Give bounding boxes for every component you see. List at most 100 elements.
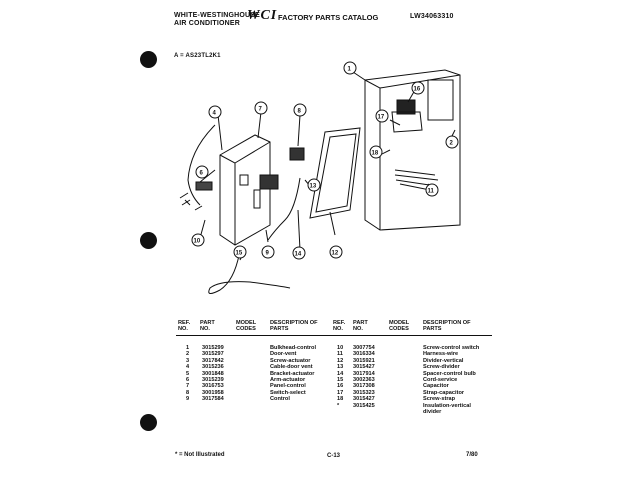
part-no-cell: 3001958	[202, 389, 224, 396]
description-cell: Harness-wire	[423, 351, 459, 358]
part-no-cell: 3015297	[202, 351, 224, 358]
description-cell: Cord-service	[423, 377, 458, 383]
doc-number: LW34063310	[410, 13, 454, 20]
ref-no-cell: 10	[337, 345, 344, 351]
arm-actuator-part	[195, 181, 213, 191]
callout-label: 13	[310, 184, 317, 190]
control-panel-part	[219, 134, 271, 246]
description-cell: Control	[270, 396, 290, 403]
callout-label: 7	[259, 107, 263, 113]
binder-hole-middle	[140, 232, 157, 249]
ref-no-cell: 12	[337, 357, 344, 364]
description-cell: Screw-strap	[423, 396, 456, 403]
header-ref-no: REF. NO.	[178, 320, 191, 333]
table-header-rule	[176, 335, 492, 336]
ref-no-cell: 13	[337, 364, 344, 371]
callout-label: 16	[414, 87, 421, 93]
part-no-cell: 3001848	[202, 370, 224, 377]
ref-no-cell: 17	[337, 389, 344, 396]
header-description: DESCRIPTION OF PARTS	[423, 320, 471, 333]
description-cell: Screw-actuator	[270, 357, 311, 364]
part-no-cell: 3015921	[353, 357, 375, 364]
part-no-cell: 3015425	[353, 402, 375, 409]
part-no-cell: 3015299	[202, 345, 224, 351]
ref-no-cell: 2	[186, 351, 190, 358]
control-part	[259, 174, 279, 190]
callout-label: 17	[378, 115, 385, 121]
part-no-cell: 3015323	[353, 389, 375, 396]
ref-no-cell: 8	[186, 389, 190, 396]
product-type: AIR CONDITIONER	[174, 20, 240, 27]
ref-no-cell: *	[337, 402, 340, 409]
table-row: * 3015425 Insulation-vertical divider	[333, 402, 493, 415]
ref-no-cell: 7	[186, 383, 190, 390]
ref-no-cell: 15	[337, 377, 344, 383]
ref-no-cell: 11	[337, 351, 343, 358]
table-header-left: REF. NO. PART NO. MODEL CODES DESCRIPTIO…	[178, 320, 328, 334]
part-no-cell: 3017584	[202, 396, 224, 403]
header-model-codes: MODEL CODES	[236, 320, 257, 333]
description-cell: Bracket-actuator	[270, 370, 315, 377]
callout-label: 11	[428, 189, 435, 195]
capacitor-part	[396, 99, 416, 115]
model-line: A = AS23TL2K1	[174, 53, 221, 59]
callout-label: 1	[348, 67, 352, 73]
table-row: 8 3001958 Switch-select	[178, 390, 338, 397]
table-header-right: REF. NO. PART NO. MODEL CODES DESCRIPTIO…	[333, 320, 493, 334]
callout-label: 2	[450, 141, 454, 147]
callout-label: 14	[295, 252, 302, 258]
header-model-codes: MODEL CODES	[389, 320, 410, 333]
description-cell: Strap-capacitor	[423, 389, 465, 396]
description-cell: Switch-select	[270, 389, 306, 396]
door-vent-part	[427, 79, 454, 121]
ref-no-cell: 16	[337, 383, 344, 390]
description-cell: Screw-control switch	[423, 345, 480, 351]
part-no-cell: 3007754	[353, 345, 375, 351]
ref-no-cell: 4	[186, 364, 190, 371]
table-row: 10 3007754 Screw-control switch	[333, 345, 493, 352]
part-no-cell: 3016334	[353, 351, 375, 358]
service-cord-part	[208, 249, 291, 294]
header-ref-no: REF. NO.	[333, 320, 346, 333]
description-cell: Insulation-vertical divider	[423, 402, 471, 415]
description-cell: Bulkhead-control	[270, 345, 316, 351]
callout-label: 12	[332, 251, 339, 257]
part-no-cell: 3016753	[202, 383, 224, 390]
catalog-title: FACTORY PARTS CATALOG	[278, 13, 379, 22]
callout-label: 18	[372, 151, 379, 157]
ref-no-cell: 1	[186, 345, 190, 351]
table-row: 17 3015323 Strap-capacitor	[333, 390, 493, 397]
header-description: DESCRIPTION OF PARTS	[270, 320, 318, 333]
callout-label: 10	[194, 239, 201, 245]
part-no-cell: 3015239	[202, 377, 224, 383]
ref-no-cell: 14	[337, 370, 344, 377]
table-row: 11 3016334 Harness-wire	[333, 351, 493, 358]
description-cell: Arm-actuator	[270, 377, 306, 383]
part-no-cell: 3017842	[202, 357, 224, 364]
description-cell: Panel-control	[270, 383, 306, 390]
part-no-cell: 3017914	[353, 370, 375, 377]
ref-no-cell: 5	[186, 370, 190, 377]
ref-no-cell: 18	[337, 396, 344, 403]
description-cell: Capacitor	[423, 383, 449, 390]
description-cell: Screw-divider	[423, 364, 460, 371]
ref-no-cell: 6	[186, 377, 190, 383]
binder-hole-bottom	[140, 414, 157, 431]
header-part-no: PART NO.	[353, 320, 368, 333]
callout-label: 9	[266, 251, 270, 257]
callout-label: 15	[236, 251, 243, 257]
description-cell: Cable-door vent	[270, 364, 313, 371]
callout-label: 8	[298, 109, 302, 115]
brand-name: WHITE-WESTINGHOUSE	[174, 12, 261, 19]
description-cell: Door-vent	[270, 351, 297, 358]
table-row: 7 3016753 Panel-control	[178, 383, 338, 390]
table-row: 1 3015299 Bulkhead-control	[178, 345, 338, 352]
part-no-cell: 3015236	[202, 364, 224, 371]
part-no-cell: 3015427	[353, 364, 375, 371]
wci-logo: WCI	[247, 8, 278, 23]
revision-date: 7/80	[466, 452, 478, 458]
